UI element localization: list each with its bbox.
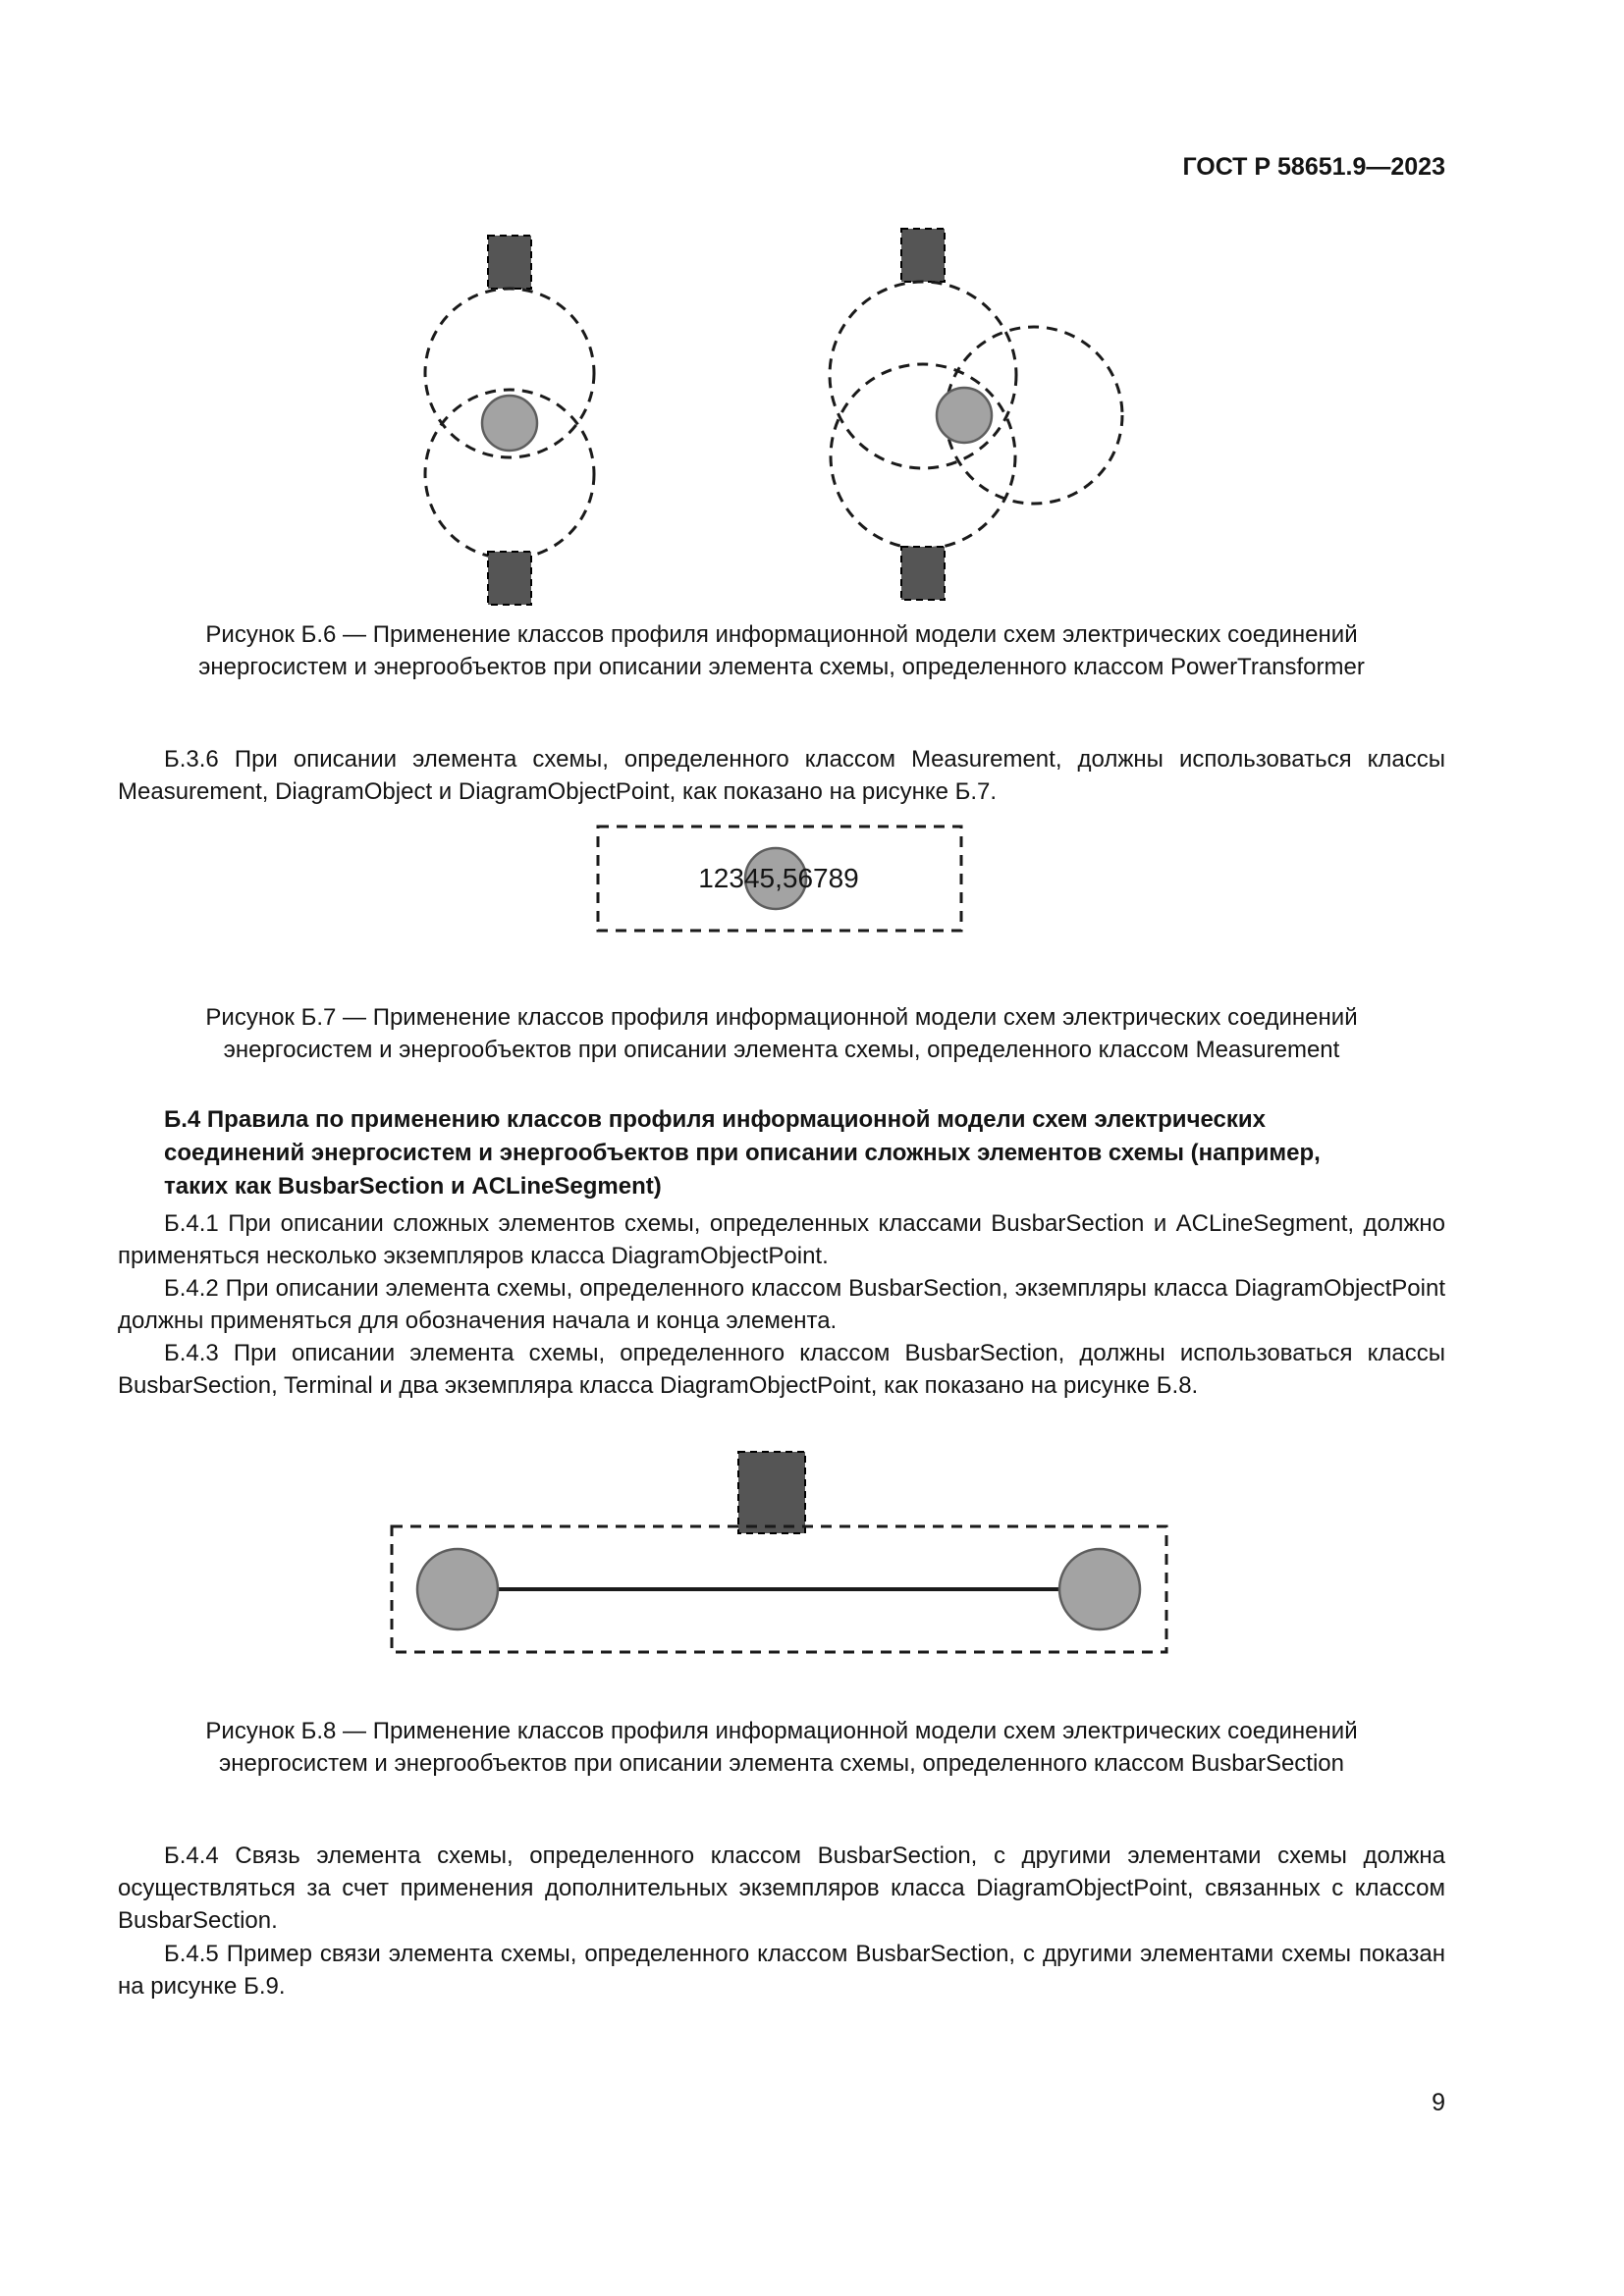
figure-b7-caption-line2: энергосистем и энергообъектов при описан…: [223, 1037, 1340, 1063]
paragraph-b4-1: Б.4.1 При описании сложных элементов схе…: [118, 1210, 1445, 1269]
diagram-object-point-square: [900, 228, 946, 283]
figure-b7-caption: Рисунок Б.7 — Применение классов профиля…: [118, 1001, 1445, 1066]
paragraph-b4-5: Б.4.5 Пример связи элемента схемы, опред…: [118, 1941, 1445, 2000]
paragraph-b3-6: Б.3.6 При описании элемента схемы, опред…: [118, 746, 1445, 805]
figure-b6-caption-line2: энергосистем и энергообъектов при описан…: [198, 654, 1365, 680]
winding-circle-dashed: [423, 287, 596, 459]
figure-b8-caption-line2: энергосистем и энергообъектов при описан…: [219, 1750, 1344, 1777]
diagram-object-point-square: [487, 235, 532, 290]
page-number: 9: [1432, 2089, 1445, 2116]
diagram-object-dashed-rect: [596, 825, 963, 933]
figure-b8-caption-line1: Рисунок Б.8 — Применение классов профиля…: [205, 1718, 1358, 1744]
document-code-header: ГОСТ Р 58651.9—2023: [1182, 153, 1445, 181]
diagram-object-point-end-dot: [1057, 1547, 1142, 1631]
connection-dot: [480, 394, 539, 453]
figure-b8-caption: Рисунок Б.8 — Применение классов профиля…: [118, 1715, 1445, 1780]
figure-b7-measurement-diagram: 12345,56789: [596, 825, 963, 933]
terminal-square: [737, 1451, 806, 1534]
figure-b6-caption-line1: Рисунок Б.6 — Применение классов профиля…: [205, 621, 1358, 648]
figure-b6-powertransformer-diagram: [423, 228, 1124, 606]
diagram-object-point-dot: [743, 846, 808, 911]
section-b4-heading-line2: соединений энергосистем и энергообъектов…: [164, 1140, 1321, 1166]
diagram-object-point-square: [900, 546, 946, 601]
paragraph-b4-2: Б.4.2 При описании элемента схемы, опред…: [118, 1275, 1445, 1334]
diagram-object-point-square: [487, 551, 532, 606]
section-b4-heading-line1: Б.4 Правила по применению классов профил…: [164, 1106, 1266, 1133]
connection-dot: [935, 386, 994, 445]
figure-b6-caption: Рисунок Б.6 — Применение классов профиля…: [118, 618, 1445, 683]
figure-b8-busbarsection-diagram: [390, 1451, 1168, 1654]
transformer-two-winding: [423, 235, 596, 606]
section-b4-heading: Б.4 Правила по применению классов профил…: [118, 1103, 1445, 1203]
winding-circle-dashed: [828, 280, 1018, 470]
section-b4-heading-line3: таких как BusbarSection и ACLineSegment): [164, 1173, 662, 1200]
transformer-three-winding: [828, 228, 1124, 601]
paragraph-b4-3: Б.4.3 При описании элемента схемы, опред…: [118, 1340, 1445, 1399]
diagram-object-point-start-dot: [415, 1547, 500, 1631]
winding-circle-dashed: [829, 362, 1017, 551]
winding-circle-dashed: [944, 325, 1124, 506]
busbar-dashed-rect: [390, 1524, 1168, 1654]
measurement-value-text: 12345,56789: [698, 863, 859, 893]
paragraph-b4-4: Б.4.4 Связь элемента схемы, определенног…: [118, 1842, 1445, 1934]
figure-b7-caption-line1: Рисунок Б.7 — Применение классов профиля…: [205, 1004, 1358, 1031]
